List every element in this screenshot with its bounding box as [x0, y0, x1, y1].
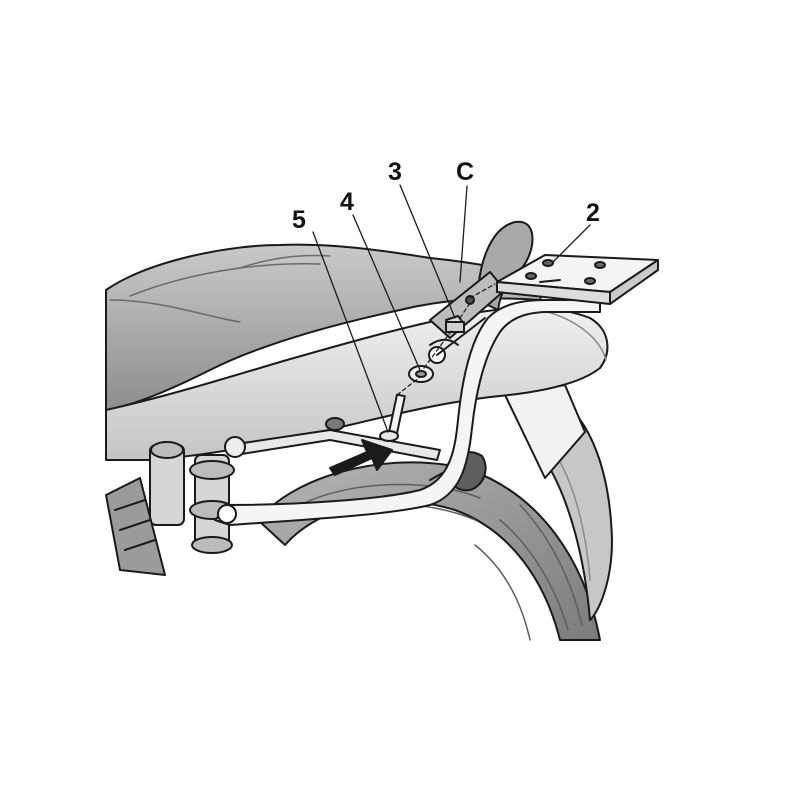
assembly-line-nut — [459, 302, 471, 319]
rear-shock — [149, 441, 235, 554]
footpeg-bracket — [105, 477, 166, 576]
nut — [445, 315, 465, 333]
washer — [408, 365, 434, 383]
assembly-line-bolt — [396, 376, 421, 396]
assembly-line-hole — [469, 283, 496, 299]
callout-label-c: C — [456, 158, 474, 186]
leader-line-c — [459, 185, 468, 283]
callout-label-4: 4 — [340, 188, 354, 216]
assembly-line-washer — [423, 329, 453, 369]
callout-label-5: 5 — [292, 206, 306, 234]
leader-line-2 — [552, 224, 591, 263]
leader-line-5 — [312, 231, 389, 433]
callout-label-3: 3 — [388, 158, 402, 186]
rack-frame — [214, 299, 601, 526]
callout-label-2: 2 — [586, 199, 600, 227]
leader-line-4 — [352, 214, 421, 371]
insert-arrow-icon — [329, 439, 393, 476]
leader-line-3 — [399, 184, 456, 319]
top-plate — [496, 254, 659, 305]
bolt — [379, 393, 406, 442]
